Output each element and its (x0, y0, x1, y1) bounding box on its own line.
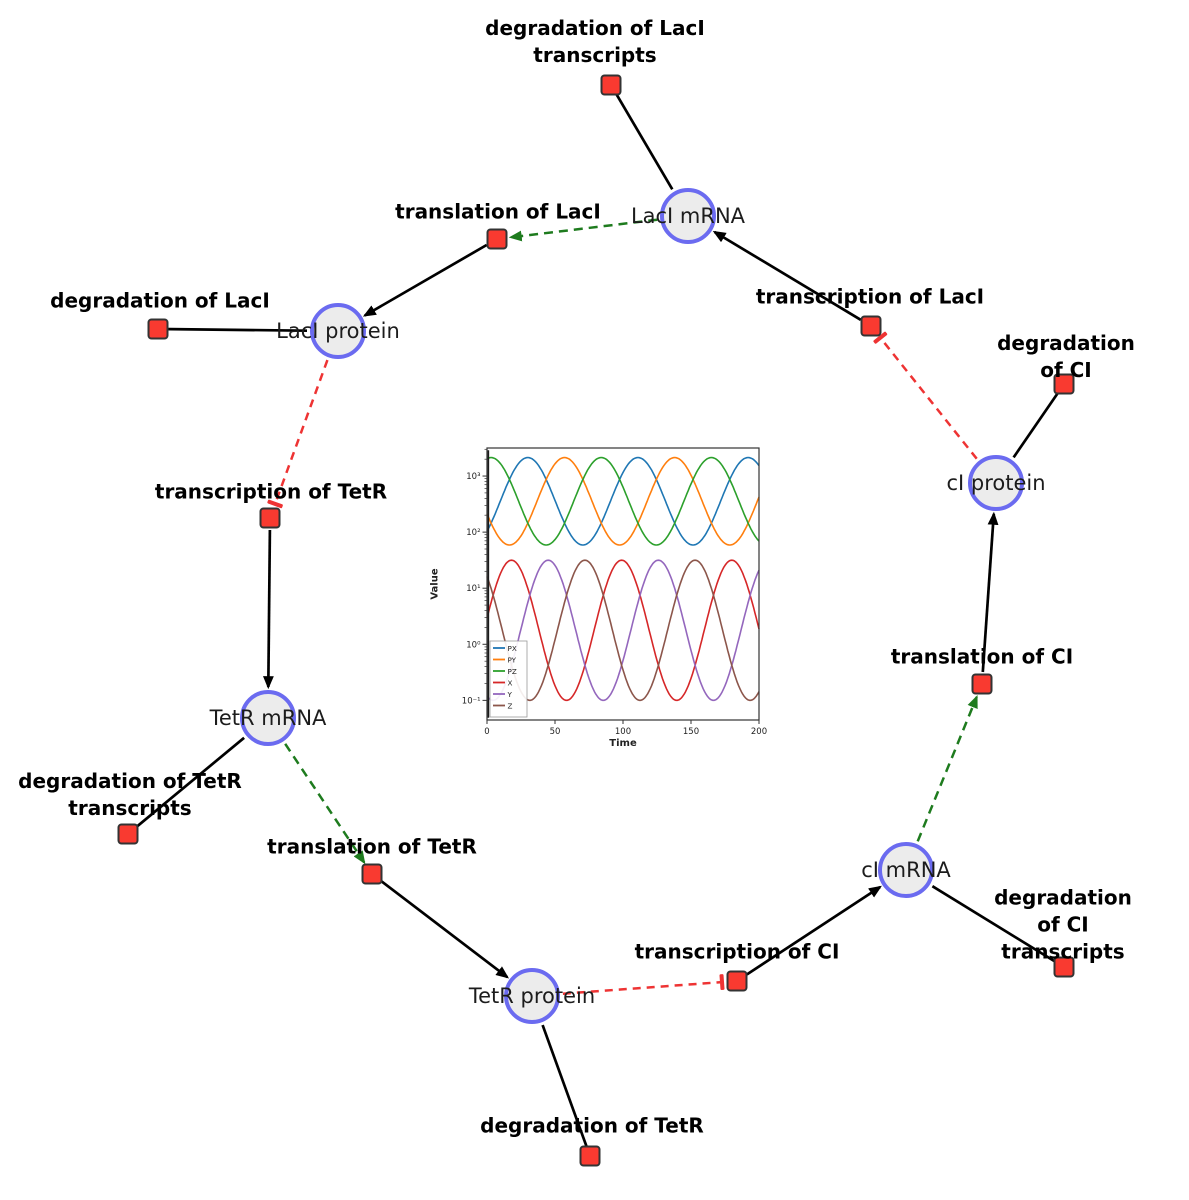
edge-consumption-laci_mrna-deg_laci_tx (610, 86, 674, 190)
species-node-tetr_protein[interactable] (504, 968, 560, 1024)
reaction-node-deg_tetr_tx[interactable] (117, 823, 139, 845)
reaction-label-deg_tetr: degradation of TetR (480, 1113, 704, 1138)
x-tick-label: 200 (751, 727, 767, 737)
reaction-label-transl_laci: translation of LacI (395, 199, 601, 224)
series-line-Z (486, 559, 760, 702)
edge-inhibition-ci_protein-tx_laci (873, 331, 978, 460)
series-line-PX (486, 456, 760, 546)
species-node-tetr_mrna[interactable] (240, 690, 296, 746)
reaction-label-deg_tetr_tx: degradation of TetR transcripts (18, 769, 242, 820)
reaction-label-deg_laci_tx: degradation of LacI transcripts (485, 16, 705, 67)
reaction-label-deg_ci_tx: degradation of CI transcripts (994, 885, 1132, 964)
edge-consumption-ci_mrna-deg_ci_tx (931, 885, 1064, 968)
chart-legend-box (489, 640, 528, 718)
y-tick-label: 10⁻¹ (462, 696, 481, 706)
edge-production-transl_laci-laci_protein (362, 243, 488, 317)
series-line-Y (486, 559, 760, 702)
edge-consumption-tetr_mrna-deg_tetr_tx (128, 736, 245, 834)
x-tick-label: 0 (484, 727, 489, 737)
series-line-PZ (486, 456, 760, 546)
y-tick-label: 10³ (466, 472, 480, 482)
species-node-laci_protein[interactable] (310, 303, 366, 359)
reaction-node-deg_laci[interactable] (147, 318, 169, 340)
reaction-node-transl_tetr[interactable] (361, 863, 383, 885)
legend-label-PY: PY (508, 655, 517, 664)
x-tick-label: 100 (615, 727, 631, 737)
species-node-laci_mrna[interactable] (660, 188, 716, 244)
reaction-label-tx_tetr: transcription of TetR (154, 479, 388, 504)
reaction-label-tx_ci: transcription of CI (634, 939, 840, 964)
edge-consumption-ci_protein-deg_ci (1012, 384, 1065, 459)
reaction-node-deg_ci[interactable] (1053, 373, 1075, 395)
legend-label-X: X (508, 678, 513, 687)
reaction-label-transl_tetr: translation of TetR (267, 834, 477, 859)
legend-label-PX: PX (508, 644, 517, 653)
species-node-ci_protein[interactable] (968, 455, 1024, 511)
reaction-node-tx_tetr[interactable] (259, 507, 281, 529)
reaction-label-deg_laci: degradation of LacI (50, 288, 270, 313)
species-label-laci_protein: LacI protein (276, 319, 400, 343)
reaction-node-tx_ci[interactable] (726, 970, 748, 992)
legend-label-PZ: PZ (508, 667, 517, 676)
species-label-laci_mrna: LacI mRNA (630, 204, 746, 228)
edge-modifier-tetr_mrna-transl_tetr (284, 743, 366, 865)
reaction-node-transl_ci[interactable] (971, 673, 993, 695)
reaction-label-tx_laci: transcription of LacI (755, 284, 985, 309)
chart-ylabel: Value (429, 568, 441, 600)
species-node-ci_mrna[interactable] (878, 842, 934, 898)
y-tick-label: 10² (466, 528, 480, 538)
x-tick-label: 150 (683, 727, 699, 737)
species-label-tetr_mrna: TetR mRNA (209, 706, 327, 730)
reaction-label-transl_ci: translation of CI (890, 644, 1074, 669)
edge-inhibition-laci_protein-tx_tetr (267, 359, 329, 509)
edge-consumption-tetr_protein-deg_tetr (541, 1024, 591, 1155)
reaction-label-deg_ci: degradation of CI (997, 331, 1135, 382)
species-label-ci_mrna: cI mRNA (861, 858, 951, 882)
edge-modifier-ci_mrna-transl_ci (916, 694, 978, 842)
legend-label-Z: Z (508, 701, 513, 710)
edge-production-tx_tetr-tetr_mrna (262, 529, 274, 690)
series-line-PY (486, 456, 760, 546)
x-tick-label: 50 (550, 727, 561, 737)
series-line-X (486, 559, 760, 702)
edge-production-tx_laci-laci_mrna (712, 230, 862, 321)
reaction-node-deg_tetr[interactable] (579, 1145, 601, 1167)
edge-production-tx_ci-ci_mrna (746, 885, 882, 976)
reaction-node-transl_laci[interactable] (486, 228, 508, 250)
y-tick-label: 10⁰ (466, 640, 481, 650)
reaction-node-deg_laci_tx[interactable] (600, 74, 622, 96)
edge-modifier-laci_mrna-transl_laci (508, 218, 658, 242)
legend-label-Y: Y (507, 690, 513, 699)
timeseries-chart-svg: 0 50 100 150 200 10³ 10² 10¹ 10⁰ 10⁻¹ PX PY PZ XYZ (462, 447, 767, 737)
edge-consumption-laci_protein-deg_laci (159, 327, 308, 333)
chart-xlabel: Time (609, 738, 637, 749)
edge-production-transl_ci-ci_protein (981, 511, 999, 673)
y-tick-label: 10¹ (466, 584, 480, 594)
species-label-ci_protein: cI protein (946, 471, 1046, 495)
species-label-tetr_protein: TetR protein (468, 984, 596, 1008)
edge-production-transl_tetr-tetr_protein (380, 880, 510, 979)
edge-inhibition-tetr_protein-tx_ci (562, 974, 725, 995)
reaction-node-tx_laci[interactable] (860, 315, 882, 337)
reaction-node-deg_ci_tx[interactable] (1053, 956, 1075, 978)
